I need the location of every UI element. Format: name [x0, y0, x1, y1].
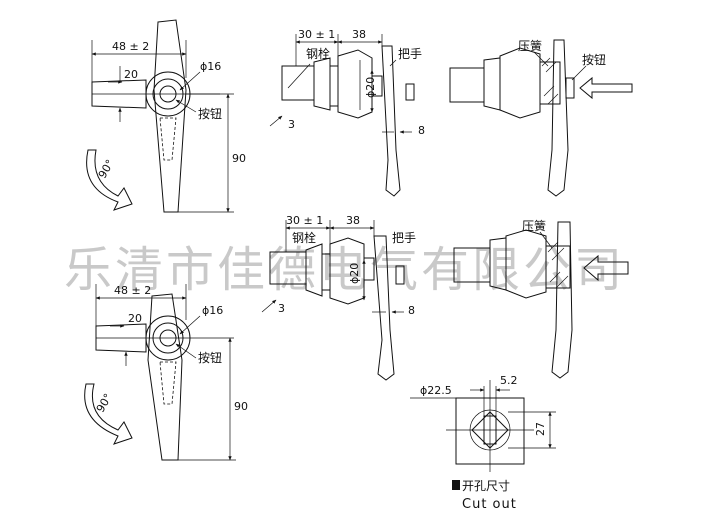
front-top-dia-dim: ϕ16	[200, 60, 221, 73]
side-view-bottom: 30 ± 1 38 钢栓 把手 ϕ20 3 8	[261, 214, 416, 381]
side-top-dia-dim: ϕ20	[364, 77, 377, 98]
side-top-pin-label: 钢栓	[306, 46, 330, 61]
front-top-height-dim: 90	[232, 152, 246, 165]
front-view-bottom: 48 ± 2 20 ϕ16 按钮 90 90°	[84, 284, 248, 461]
section-bottom-spring-label: 压簧	[522, 218, 546, 233]
side-bottom-handle-label: 把手	[392, 231, 416, 245]
front-bottom-height-dim: 90	[234, 400, 248, 413]
side-bottom-pin-dim: 30 ± 1	[286, 214, 323, 227]
side-top-thick-dim: 8	[418, 124, 425, 137]
cutout-title-cn: 开孔尺寸	[462, 479, 510, 493]
cutout-dia-dim: ϕ22.5	[420, 384, 452, 397]
front-top-button-label: 按钮	[198, 106, 222, 121]
front-view-top: 48 ± 2 20 ϕ16 按钮 90 90°	[86, 19, 246, 213]
front-bottom-width-dim: 48 ± 2	[114, 284, 151, 297]
front-bottom-rotate-label: 90°	[94, 391, 115, 414]
side-bottom-gap-dim: 3	[278, 302, 285, 315]
front-bottom-button-label: 按钮	[198, 350, 222, 365]
side-view-top: 30 ± 1 38 钢栓 把手 ϕ20 3 8	[269, 28, 425, 197]
section-view-top: 压簧 按钮	[449, 38, 633, 197]
cutout-side-dim: 5.2	[500, 374, 518, 387]
side-top-handle-label: 把手	[398, 47, 422, 61]
cutout-diagram: ϕ22.5 5.2 27 开孔尺寸 Cut out	[410, 374, 556, 512]
section-top-spring-label: 压簧	[518, 38, 542, 53]
front-top-width-dim: 48 ± 2	[112, 40, 149, 53]
side-bottom-thick-dim: 8	[408, 304, 415, 317]
cutout-title-marker	[452, 480, 460, 490]
section-view-bottom: 压簧	[453, 218, 629, 379]
company-watermark: 乐清市佳德电气有限公司	[64, 242, 625, 298]
side-bottom-handle-dim: 38	[346, 214, 360, 227]
cutout-title-en: Cut out	[462, 497, 517, 512]
front-bottom-dia-dim: ϕ16	[202, 304, 223, 317]
front-bottom-offset-dim: 20	[128, 312, 142, 325]
side-top-gap-dim: 3	[288, 118, 295, 131]
front-top-offset-dim: 20	[124, 68, 138, 81]
cutout-height-dim: 27	[534, 422, 547, 436]
side-top-handle-dim: 38	[352, 28, 366, 41]
side-bottom-dia-dim: ϕ20	[348, 263, 361, 284]
section-top-button-label: 按钮	[582, 52, 606, 67]
front-top-rotate-label: 90°	[96, 157, 117, 180]
side-bottom-pin-label: 钢栓	[292, 230, 316, 245]
side-top-pin-dim: 30 ± 1	[298, 28, 335, 41]
